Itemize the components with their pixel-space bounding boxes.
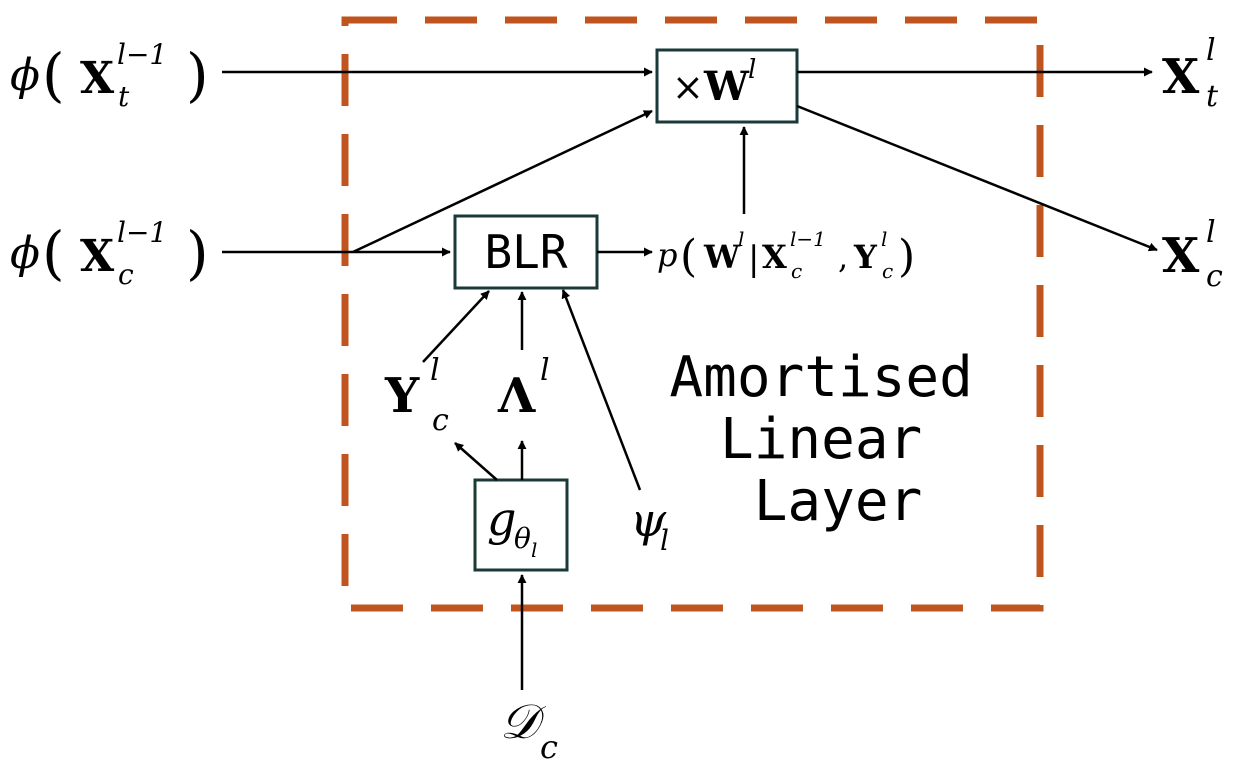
target-input-func: ϕ [10,50,40,101]
posterior-label: p ( W l | X l−1 c , Y l c ) [657,227,915,283]
y-context-symbol: Y [384,368,420,424]
hypernetwork-sub: θ [514,522,531,555]
target-input-sup: l−1 [117,38,167,71]
context-input-symbol: X [80,231,115,282]
posterior-comma: , [838,238,848,276]
context-input-sub: c [118,258,134,291]
edge-psi-to-blr [561,289,642,491]
target-output-label: X l t [1162,33,1219,114]
context-input-sup: l−1 [117,216,167,249]
psi-sub: l [660,524,669,557]
psi-label: ψ l [630,493,669,557]
hypernetwork-label: g θ l [487,492,537,562]
lambda-label: Λ l [497,353,550,424]
edge-hypernetwork-to-y-context [454,442,498,481]
edge-y-context-to-blr [422,290,490,363]
posterior-x: X [762,238,787,276]
context-input-func: ϕ [10,228,40,279]
posterior-w-sup: l [738,227,744,251]
frame-title-line-1: Amortised [669,345,972,410]
posterior-open-paren: ( [680,231,697,282]
blr-box [453,214,599,290]
posterior-y-sup: l [881,227,887,251]
context-output-sub: c [1206,259,1223,294]
frame-title-line-2: Linear [720,407,922,472]
target-output-sup: l [1206,33,1216,68]
lambda-sup: l [540,353,550,388]
context-output-label: X l c [1162,215,1223,294]
target-input-close-paren: ) [186,41,209,109]
posterior-x-sub: c [791,259,802,283]
target-output-symbol: X [1162,49,1200,105]
weight-sup: l [748,55,756,85]
context-input-close-paren: ) [186,219,209,287]
weight-symbol: W [703,63,750,110]
amortised-layer-frame [341,16,1044,612]
posterior-w: W [703,238,741,276]
weight-box-label: × W l [672,55,756,110]
weight-box [655,48,799,124]
target-input-sub: t [118,80,130,113]
target-input-label: ϕ ( X l−1 t ) [10,38,209,113]
edge-context-input-to-weight [352,109,653,254]
context-output-sup: l [1206,215,1216,250]
posterior-y-sub: c [882,259,893,283]
posterior-x-sup: l−1 [790,227,826,251]
weight-multiply-sign: × [672,65,704,109]
frame-title-line-3: Layer [754,469,923,534]
frame-title: Amortised Linear Layer [669,345,1006,534]
dataset-sub: c [540,728,558,766]
y-context-sup: l [430,353,440,388]
hypernetwork-symbol: g [487,492,516,546]
context-input-open-paren: ( [42,219,65,287]
posterior-close-paren: ) [898,231,915,282]
context-input-label: ϕ ( X l−1 c ) [10,216,209,291]
dataset-label: 𝒟 c [500,694,558,766]
y-context-sub: c [432,403,449,438]
hypernetwork-subsub: l [531,538,537,562]
target-output-sub: t [1206,79,1219,114]
edge-weight-to-context-output [796,104,1158,252]
blr-label: BLR [484,225,567,279]
context-output-symbol: X [1162,228,1200,284]
posterior-y: Y [853,238,878,276]
lambda-symbol: Λ [497,368,536,424]
y-context-label: Y l c [384,353,449,438]
psi-symbol: ψ [630,493,667,547]
posterior-p: p [657,236,677,274]
posterior-bar: | [748,239,759,279]
target-input-open-paren: ( [42,41,65,109]
target-input-symbol: X [80,53,115,104]
